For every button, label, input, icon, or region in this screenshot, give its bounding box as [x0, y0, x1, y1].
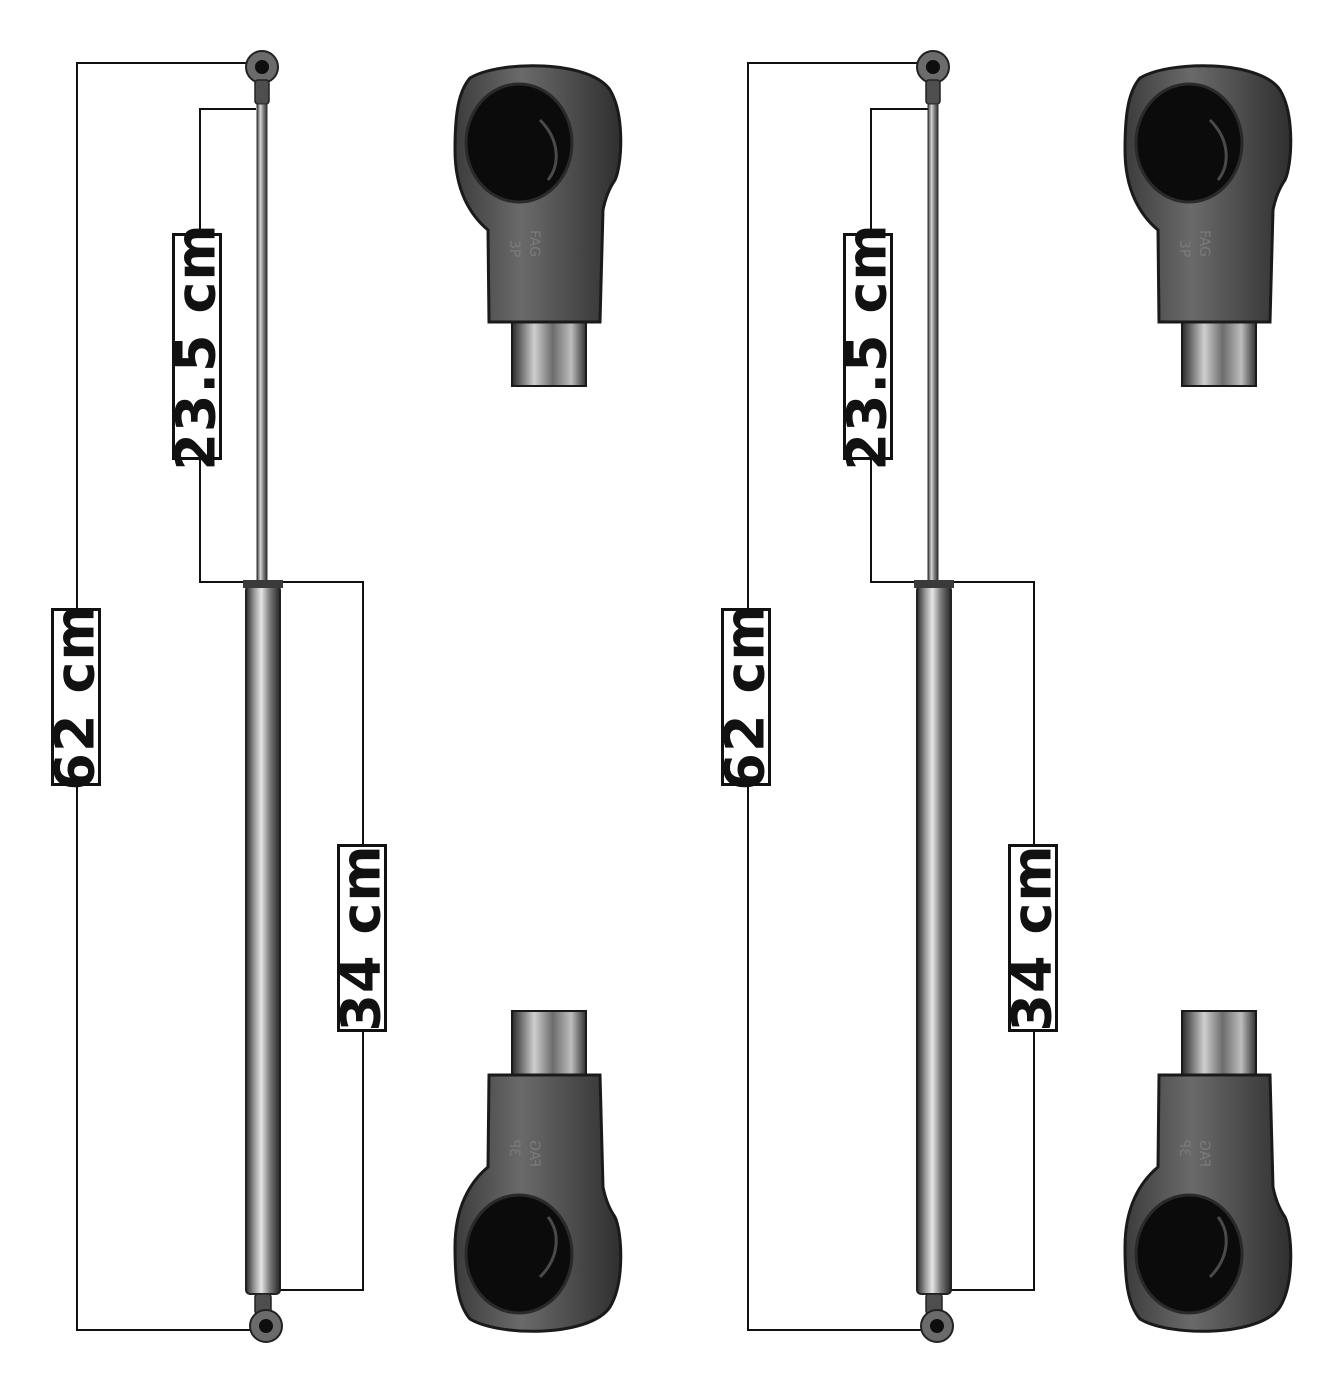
end-eyelet-bottom: [920, 1293, 954, 1343]
piston-rod: [927, 103, 939, 583]
rod-length-label: 23.5 cm: [165, 222, 228, 471]
fitting-closeup-top-left: [453, 64, 623, 388]
cylinder-body: [916, 585, 952, 1295]
fitting-closeup-bottom-right: [1123, 1009, 1293, 1333]
fitting-closeup-top-right: [1123, 64, 1293, 388]
end-eyelet-top: [245, 50, 279, 105]
total-length-label: 62 cm: [44, 603, 108, 791]
strut-right: [747, 50, 1035, 1343]
total-length-label: 62 cm: [714, 603, 778, 791]
fitting-closeup-bottom-left: [453, 1009, 623, 1333]
end-eyelet-top: [916, 50, 950, 105]
end-eyelet-bottom: [249, 1293, 283, 1343]
strut-left: [76, 50, 364, 1343]
cylinder-body: [245, 585, 281, 1295]
body-length-label: 34 cm: [1001, 844, 1065, 1032]
body-length-label: 34 cm: [330, 844, 394, 1032]
piston-rod: [256, 103, 268, 583]
rod-length-label: 23.5 cm: [836, 222, 899, 471]
